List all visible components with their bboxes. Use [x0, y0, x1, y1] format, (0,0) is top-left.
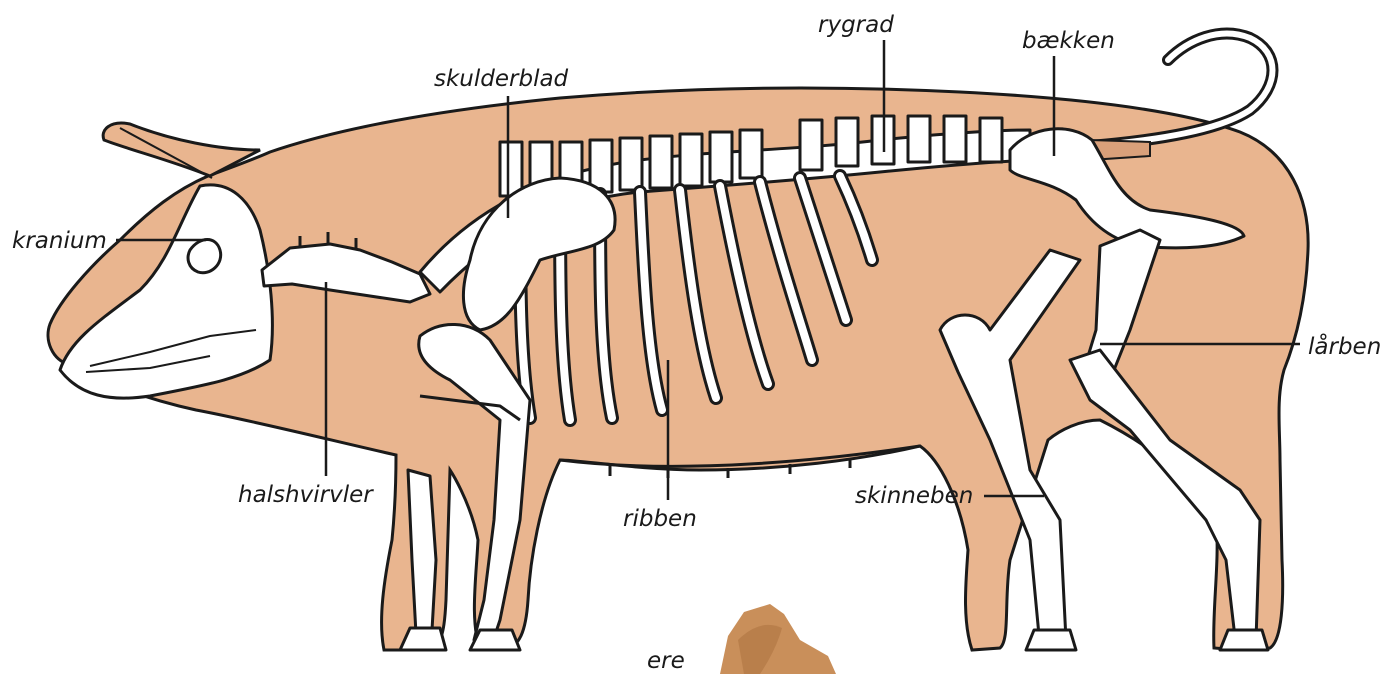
label-kranium: kranium: [12, 230, 107, 253]
label-rygrad: rygrad: [818, 14, 894, 37]
label-halshvirvler: halshvirvler: [238, 484, 373, 507]
label-baekken: bækken: [1022, 30, 1115, 53]
label-ribben: ribben: [623, 508, 697, 531]
ear-photo: [720, 604, 836, 674]
label-skinneben: skinneben: [855, 485, 973, 508]
label-ere: ere: [647, 650, 685, 673]
label-skulderblad: skulderblad: [434, 68, 568, 91]
label-laarben: lårben: [1308, 336, 1381, 359]
